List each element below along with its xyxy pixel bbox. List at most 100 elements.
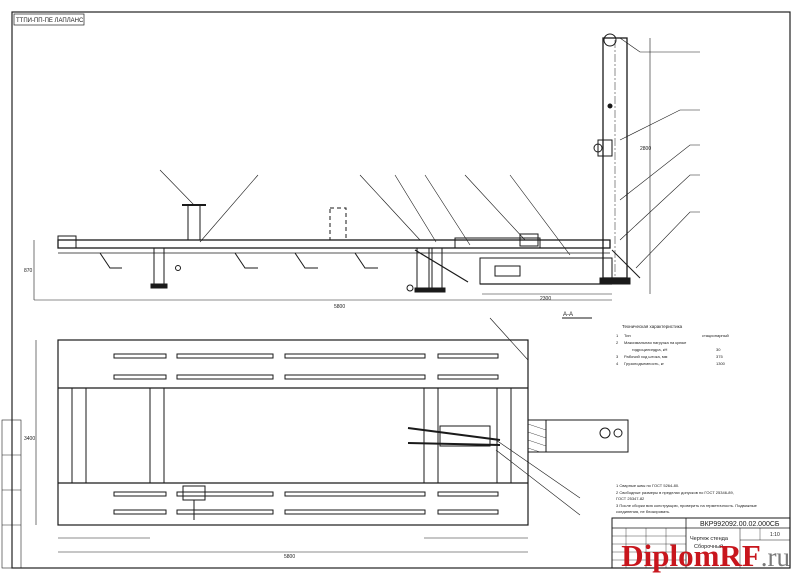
plan-slot xyxy=(176,491,274,497)
leader xyxy=(619,109,700,141)
title-designation: ВКР992092.00.02.000СБ xyxy=(700,521,780,528)
spec-row-label: Максимальная нагрузка на крюке xyxy=(624,340,687,345)
leader xyxy=(159,169,195,206)
leader xyxy=(509,174,571,256)
main-beam xyxy=(57,239,611,249)
spec-row-n: 4 xyxy=(616,361,619,366)
watermark-suffix: .ru xyxy=(760,542,790,572)
pivot xyxy=(175,265,181,271)
spec-row-label: Грузоподъемность, кг xyxy=(624,361,664,366)
spec-row-value: 375 xyxy=(716,354,723,359)
note-line: 1 Сварные швы по ГОСТ 5264-80. xyxy=(616,483,679,488)
plan-extension xyxy=(545,419,629,453)
plan-view xyxy=(35,317,629,553)
spec-row-label: Рабочий ход штока, мм xyxy=(624,354,668,359)
plan-slot xyxy=(113,353,167,359)
hidden-block xyxy=(329,207,347,241)
spec-row-n: 2 xyxy=(616,340,619,345)
frame-dim-right: 2300 xyxy=(540,296,551,302)
bracket xyxy=(234,252,258,269)
drawing-border xyxy=(11,11,791,569)
plan-crossmember xyxy=(423,387,439,484)
elevation-view xyxy=(33,33,700,319)
binding-strip-inner xyxy=(11,419,22,569)
plan-slot xyxy=(437,509,499,515)
title-scale: 1:10 xyxy=(770,532,780,538)
mast-dim: 2800 xyxy=(640,146,651,152)
lever-arm xyxy=(414,249,469,283)
leader xyxy=(619,174,700,241)
plan-width-dim: 3400 xyxy=(24,436,35,442)
bracket xyxy=(99,252,122,269)
left-end-block xyxy=(57,235,77,249)
plan-slot xyxy=(113,491,167,497)
watermark: DiplomRF.ru xyxy=(621,538,790,574)
specs-title: Техническая характеристика xyxy=(622,324,683,329)
leader xyxy=(424,174,471,246)
title-block xyxy=(611,517,791,569)
plan-slot xyxy=(176,374,274,380)
spec-row-n: 3 xyxy=(616,354,619,359)
plan-slot xyxy=(113,509,167,515)
leader xyxy=(394,174,437,243)
title-name: Чертеж стенда xyxy=(690,536,729,542)
plan-slot xyxy=(176,353,274,359)
plan-slot xyxy=(284,374,426,380)
plan-slot xyxy=(176,509,274,515)
leader xyxy=(619,37,700,53)
plan-crossmember xyxy=(149,387,165,484)
spec-row-value: 30 xyxy=(716,347,721,352)
title-subname: Сборочный xyxy=(694,543,723,550)
notes-block: 1 Сварные швы по ГОСТ 5264-80. 2 Свободн… xyxy=(616,483,758,514)
corner-stamp-box xyxy=(13,13,85,26)
plan-outer-frame xyxy=(57,339,529,526)
mast-brace xyxy=(611,249,641,279)
spec-row-value: стационарный xyxy=(702,333,729,338)
leader xyxy=(489,317,529,361)
mast-winch-bracket xyxy=(597,139,613,157)
note-line: 2 Свободные размеры в пределах допусков … xyxy=(616,490,734,495)
leader xyxy=(199,174,259,243)
plan-length-dim: 5800 xyxy=(284,554,295,560)
plan-slot xyxy=(437,491,499,497)
clamp-post xyxy=(187,204,201,241)
binding-strip xyxy=(1,419,13,569)
leader xyxy=(359,174,421,241)
plan-slot xyxy=(284,353,426,359)
section-label: А-А xyxy=(563,312,573,318)
plan-slot xyxy=(284,491,426,497)
pivot xyxy=(406,284,414,292)
leg-base xyxy=(150,283,168,289)
mast-foot xyxy=(599,277,631,285)
corner-stamp-text: ТТПИ-ПП-ПЕ ЛАПЛАНС xyxy=(16,18,84,24)
mast-pulley xyxy=(603,33,617,47)
spec-row-label: гидроцилиндра, кН xyxy=(632,347,668,352)
leader xyxy=(495,449,581,516)
watermark-main: DiplomRF xyxy=(621,538,761,573)
leg-3 xyxy=(431,247,443,289)
leg-2 xyxy=(416,247,430,289)
cylinder-body xyxy=(454,237,541,249)
plan-hook xyxy=(613,428,623,438)
plan-crossmember xyxy=(71,387,87,484)
leader xyxy=(464,174,526,241)
height-dim-left: 870 xyxy=(24,268,33,274)
plan-crossmember xyxy=(496,387,512,484)
bracket xyxy=(294,252,318,269)
plan-cylinder xyxy=(407,442,501,446)
plan-cylinder xyxy=(407,427,501,441)
plan-cylinder-block xyxy=(439,425,491,447)
leader xyxy=(495,439,581,499)
spec-row-value: 1300 xyxy=(716,361,726,366)
cylinder-head xyxy=(519,233,539,247)
leg-base xyxy=(414,287,446,293)
spec-row-n: 1 xyxy=(616,333,619,338)
plan-clamp xyxy=(182,485,206,501)
mast-hook xyxy=(607,103,613,109)
specs-block: Техническая характеристика 1 Тип стацион… xyxy=(616,324,729,366)
plan-hook xyxy=(599,427,611,439)
note-line: 3 После сборки всю конструкцию, проверит… xyxy=(616,503,758,508)
plan-slot xyxy=(437,353,499,359)
plan-slot xyxy=(437,374,499,380)
